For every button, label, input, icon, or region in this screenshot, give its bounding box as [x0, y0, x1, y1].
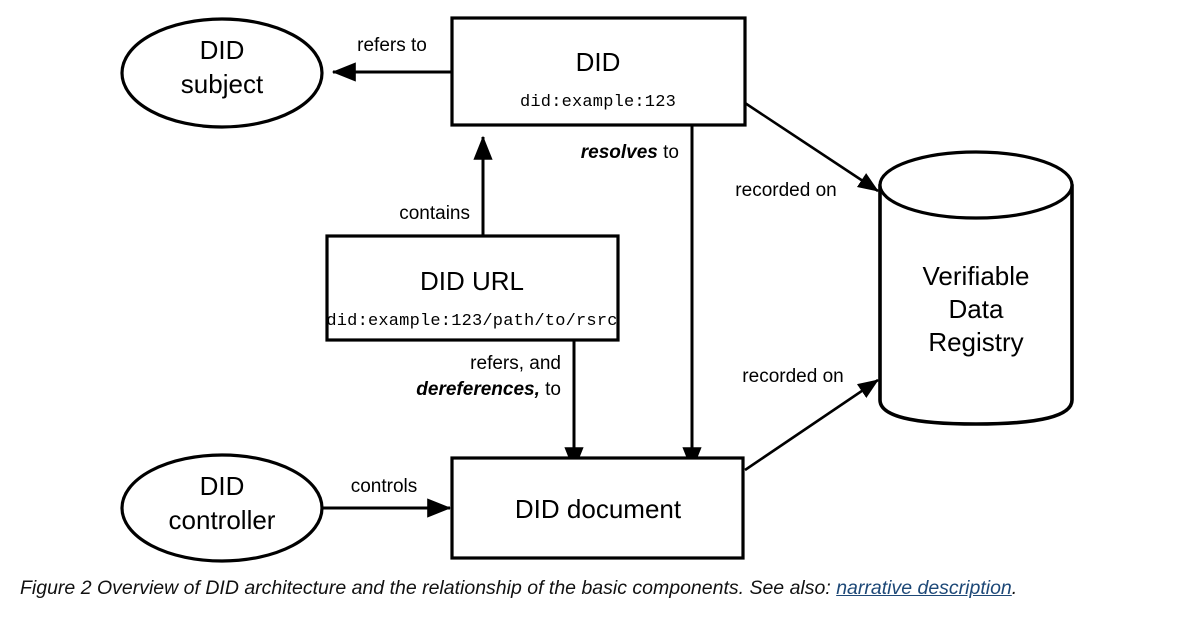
- did-title: DID: [576, 47, 621, 77]
- narrative-description-link[interactable]: narrative description: [836, 577, 1012, 599]
- node-did-subject[interactable]: DID subject: [120, 17, 324, 129]
- edge-dereferences-to: refers, and dereferences, to: [416, 340, 584, 472]
- edge-label-resolves-to: resolves to: [581, 142, 679, 163]
- edge-controls: controls: [322, 476, 452, 518]
- edge-label-controls: controls: [351, 476, 418, 497]
- vdr-label-line1: Verifiable: [923, 261, 1030, 291]
- vdr-cylinder-top: [878, 150, 1074, 220]
- did-subject-ellipse: [120, 17, 324, 129]
- did-controller-label-line1: DID: [200, 471, 245, 501]
- edge-recorded-on-document: recorded on: [742, 366, 879, 472]
- did-mono-value: did:example:123: [520, 93, 676, 112]
- edge-label-dereferences-emphasis: dereferences,: [416, 379, 540, 400]
- edge-label-recorded-on-did: recorded on: [735, 180, 836, 201]
- vdr-label-line3: Registry: [928, 327, 1023, 357]
- caption-prefix-text: Figure 2 Overview of DID architecture an…: [20, 577, 837, 599]
- did-url-title: DID URL: [420, 266, 524, 296]
- did-controller-label-line2: controller: [169, 505, 276, 535]
- node-did-url[interactable]: DID URL did:example:123/path/to/rsrc: [325, 234, 620, 342]
- did-subject-label-line2: subject: [181, 69, 264, 99]
- edge-label-dereferences-line2: dereferences, to: [416, 379, 561, 400]
- did-document-box: [450, 456, 745, 560]
- caption-suffix-text: .: [1011, 577, 1018, 599]
- node-verifiable-data-registry[interactable]: Verifiable Data Registry: [878, 150, 1074, 426]
- did-architecture-diagram: refers to contains resolves to refers, a…: [120, 16, 1074, 563]
- did-controller-ellipse: [120, 453, 324, 563]
- edge-label-resolves-emphasis: resolves: [581, 142, 658, 163]
- edge-contains: contains: [399, 135, 493, 236]
- edge-label-recorded-on-document: recorded on: [742, 366, 843, 387]
- edge-recorded-on-did: recorded on: [735, 101, 879, 201]
- did-document-title: DID document: [515, 494, 682, 524]
- node-did-document[interactable]: DID document: [450, 456, 745, 560]
- did-subject-label-line1: DID: [200, 35, 245, 65]
- did-url-mono-value: did:example:123/path/to/rsrc: [326, 312, 617, 331]
- edge-resolves-to: resolves to: [581, 125, 702, 472]
- edge-label-contains: contains: [399, 203, 470, 224]
- node-did-controller[interactable]: DID controller: [120, 453, 324, 563]
- figure-caption: Figure 2 Overview of DID architecture an…: [20, 576, 1185, 600]
- vdr-cylinder-body: [878, 183, 1074, 426]
- edge-label-dereferences-line1: refers, and: [470, 353, 561, 374]
- edge-label-refers-to: refers to: [357, 35, 427, 56]
- vdr-label-line2: Data: [949, 294, 1004, 324]
- edge-label-dereferences-rest: to: [540, 379, 561, 400]
- node-did[interactable]: DID did:example:123: [450, 16, 747, 127]
- edge-refers-to: refers to: [331, 35, 452, 82]
- did-url-box: [325, 234, 620, 342]
- edge-label-resolves-rest: to: [658, 142, 679, 163]
- did-box: [450, 16, 747, 127]
